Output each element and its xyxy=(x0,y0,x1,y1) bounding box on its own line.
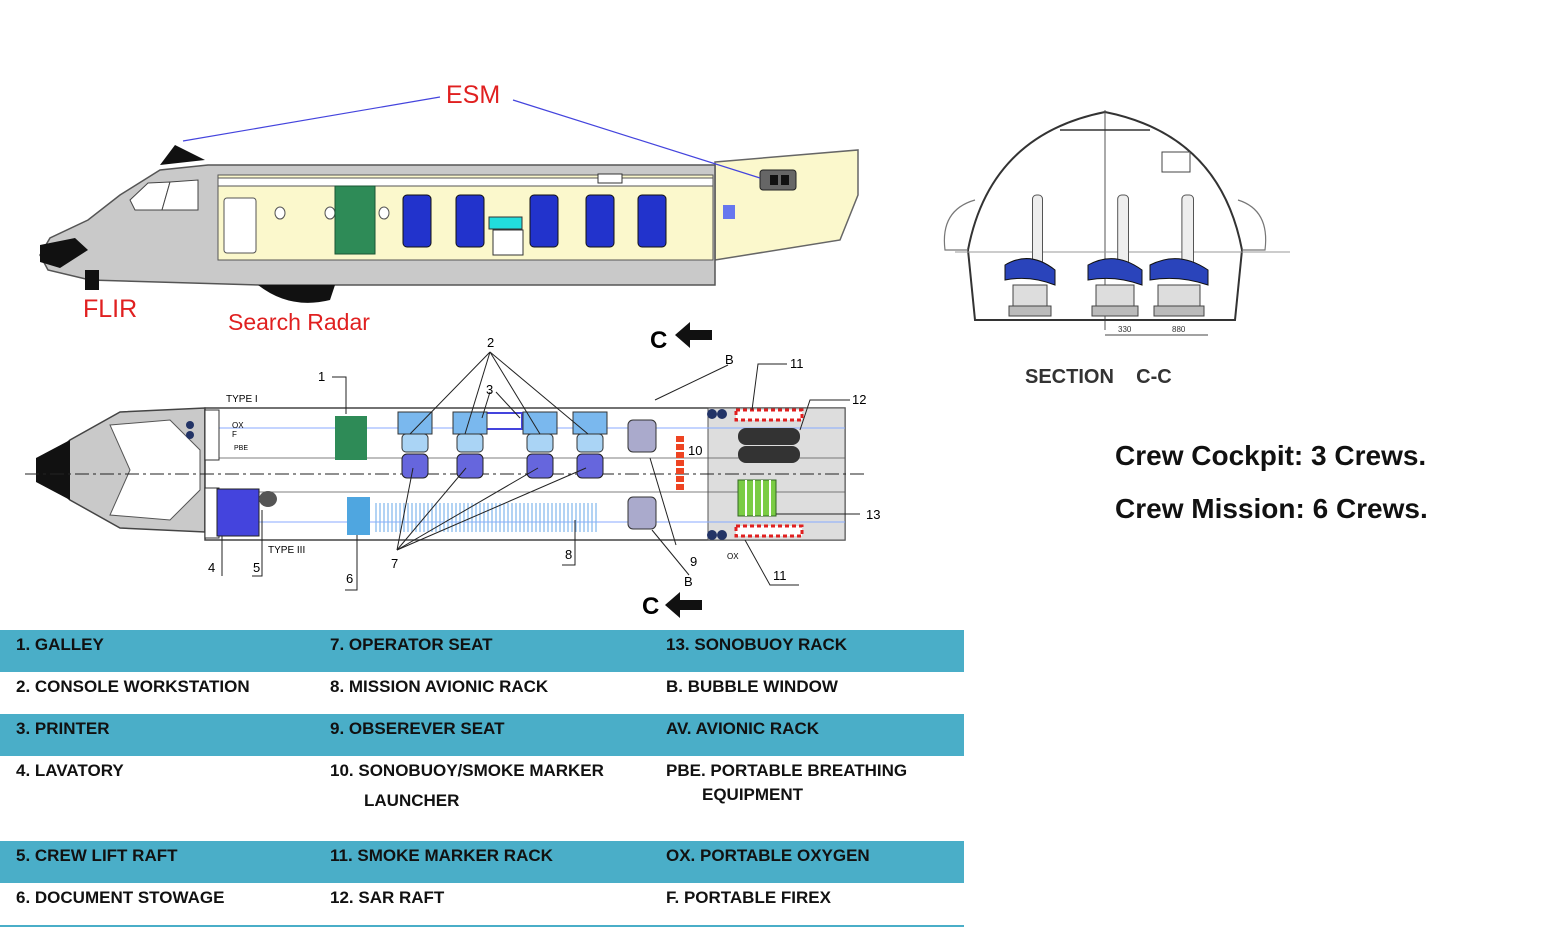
legend-row: 6. DOCUMENT STOWAGE 12. SAR RAFT F. PORT… xyxy=(0,883,964,927)
section-marker-top: C xyxy=(650,327,667,354)
legend-item: OX. PORTABLE OXYGEN xyxy=(650,841,964,883)
legend-item: 6. DOCUMENT STOWAGE xyxy=(0,883,314,927)
pbe-label: PBE xyxy=(234,445,248,452)
callout-1: 2 xyxy=(487,335,494,350)
callout-5: 6 xyxy=(346,571,353,586)
console-workstation xyxy=(397,411,433,435)
smoke-marker xyxy=(676,444,684,450)
operator-seat xyxy=(456,433,484,453)
operator-seat-base xyxy=(401,453,429,479)
side-seats xyxy=(402,194,667,248)
mission-avionic-rack xyxy=(375,503,597,532)
legend-item: 11. SMOKE MARKER RACK xyxy=(314,841,650,883)
galley-side xyxy=(334,185,376,255)
callout-6: 7 xyxy=(391,556,398,571)
leader-lines xyxy=(221,351,860,591)
callout-7: 8 xyxy=(565,547,572,562)
legend-item: F. PORTABLE FIREX xyxy=(650,883,964,927)
callout-12: 13 xyxy=(866,507,880,522)
callout-0: 1 xyxy=(318,369,325,384)
search-radar-label: Search Radar xyxy=(228,309,370,335)
legend-item: 4. LAVATORY xyxy=(16,761,124,780)
callout-2: 3 xyxy=(486,382,493,397)
type-iii-label: TYPE III xyxy=(268,545,305,556)
legend-item: 8. MISSION AVIONIC RACK xyxy=(330,677,549,696)
legend-item-cont: EQUIPMENT xyxy=(702,785,804,804)
operator-seat xyxy=(576,433,604,453)
smoke-marker xyxy=(676,460,684,466)
galley-plan xyxy=(335,416,367,460)
callout-13: B xyxy=(725,352,734,367)
smoke-marker xyxy=(676,484,684,490)
callout-13: B xyxy=(684,574,693,589)
document-stowage xyxy=(347,497,370,535)
smoke-marker xyxy=(676,476,684,482)
crew-cockpit-text: Crew Cockpit: 3 Crews. xyxy=(1115,440,1427,471)
operator-seat xyxy=(401,433,429,453)
nose-radome xyxy=(40,238,88,268)
ox-label-2: OX xyxy=(727,552,739,561)
esm-label: ESM xyxy=(446,81,500,109)
dim-330: 330 xyxy=(1118,325,1132,334)
section-title: SECTION C-C xyxy=(1025,366,1172,388)
legend-item-cont: LAUNCHER xyxy=(364,791,460,810)
callout-10: 11 xyxy=(773,568,787,583)
section-seat xyxy=(1149,194,1209,317)
console-workstation xyxy=(572,411,608,435)
legend-item: PBE. PORTABLE BREATHING EQUIPMENT xyxy=(650,756,964,841)
legend-row: 1. GALLEY 7. OPERATOR SEAT 13. SONOBUOY … xyxy=(0,630,964,672)
section-marker-bottom: C xyxy=(642,593,659,620)
legend-item: 1. GALLEY xyxy=(0,630,314,672)
legend-table: 1. GALLEY 7. OPERATOR SEAT 13. SONOBUOY … xyxy=(0,630,964,927)
plan-seats xyxy=(397,411,608,479)
legend-item: 10. SONOBUOY/SMOKE MARKER LAUNCHER xyxy=(314,756,650,841)
section-seat xyxy=(1004,194,1056,317)
side-view: ESM FLIR Search Radar xyxy=(39,81,859,335)
section-view: 330 880 SECTION C-C xyxy=(943,110,1290,388)
legend-item-main: 10. SONOBUOY/SMOKE MARKER xyxy=(330,761,604,780)
operator-seat-base xyxy=(456,453,484,479)
flir-label: FLIR xyxy=(83,295,137,323)
callout-4: 5 xyxy=(253,560,260,575)
callout-3: 4 xyxy=(208,560,215,575)
callout-11: 12 xyxy=(852,392,866,407)
smoke-marker xyxy=(676,436,684,442)
legend-item-main: PBE. PORTABLE BREATHING xyxy=(666,761,908,780)
operator-seat xyxy=(526,433,554,453)
crew-mission-text: Crew Mission: 6 Crews. xyxy=(1115,493,1428,524)
legend-item: 7. OPERATOR SEAT xyxy=(314,630,650,672)
type-i-label: TYPE I xyxy=(226,394,258,405)
legend-row: 3. PRINTER 9. OBSEREVER SEAT AV. AVIONIC… xyxy=(0,714,964,756)
callout-10: 11 xyxy=(790,356,804,371)
operator-seat-base xyxy=(526,453,554,479)
legend-item: 5. CREW LIFT RAFT xyxy=(0,841,314,883)
legend-item: 9. OBSEREVER SEAT xyxy=(314,714,650,756)
legend-item: 2. CONSOLE WORKSTATION xyxy=(16,677,250,696)
legend-row: 2. CONSOLE WORKSTATION 8. MISSION AVIONI… xyxy=(0,672,964,714)
callout-9: 10 xyxy=(688,443,702,458)
console-workstation xyxy=(452,411,488,435)
legend-item: AV. AVIONIC RACK xyxy=(650,714,964,756)
section-seats xyxy=(1004,194,1209,317)
smoke-marker xyxy=(676,452,684,458)
f-label: F xyxy=(232,430,237,439)
legend-item: B. BUBBLE WINDOW xyxy=(666,677,838,696)
callout-8: 9 xyxy=(690,554,697,569)
legend-item: 13. SONOBUOY RACK xyxy=(650,630,964,672)
legend-row: 4. LAVATORY 10. SONOBUOY/SMOKE MARKER LAU… xyxy=(0,756,964,841)
dim-880: 880 xyxy=(1172,325,1186,334)
legend-item: 12. SAR RAFT xyxy=(314,883,650,927)
ox-label: OX xyxy=(232,421,244,430)
section-seat xyxy=(1087,194,1143,317)
legend-row: 5. CREW LIFT RAFT 11. SMOKE MARKER RACK … xyxy=(0,841,964,883)
operator-seat-base xyxy=(576,453,604,479)
legend-item: 3. PRINTER xyxy=(0,714,314,756)
smoke-marker xyxy=(676,468,684,474)
